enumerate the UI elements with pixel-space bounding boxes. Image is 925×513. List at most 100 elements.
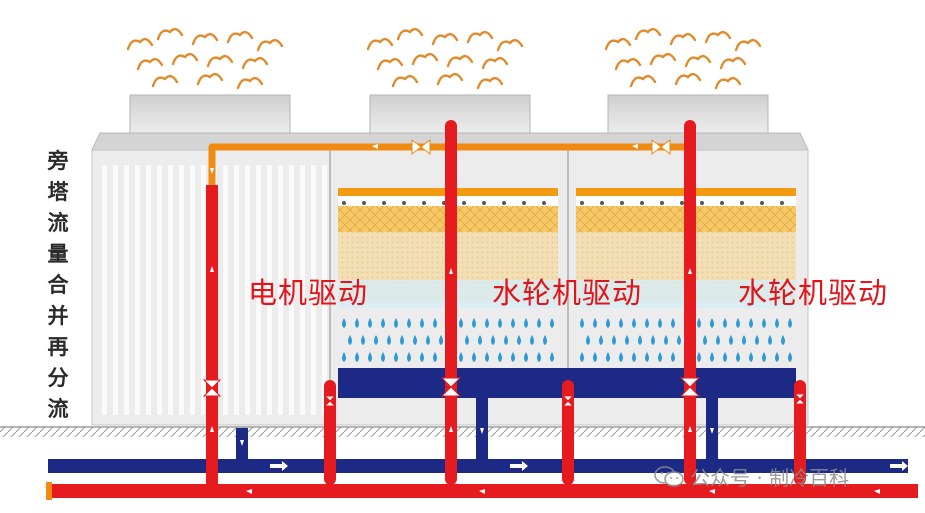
bypass-valves xyxy=(411,138,671,156)
bypass-arrows xyxy=(210,144,638,174)
vapor-curl xyxy=(366,37,394,51)
water-drop xyxy=(749,352,753,362)
hot-arrows xyxy=(210,266,880,494)
vapor-curl xyxy=(684,54,712,68)
water-drop xyxy=(768,335,772,345)
spray-nozzle xyxy=(600,201,604,205)
spray-nozzle xyxy=(542,201,546,205)
spray-nozzle xyxy=(760,201,764,205)
water-drop xyxy=(511,318,515,328)
water-drop xyxy=(580,352,584,362)
water-drop xyxy=(472,318,476,328)
water-drop xyxy=(716,335,720,345)
water-drop xyxy=(749,318,753,328)
water-drop xyxy=(400,335,404,345)
water-drop xyxy=(599,335,603,345)
water-drop xyxy=(361,335,365,345)
louver-slat xyxy=(267,165,272,415)
side-title-char: 量 xyxy=(47,242,69,266)
vapor-curl xyxy=(396,27,424,41)
water-drop xyxy=(537,318,541,328)
water-drop xyxy=(426,335,430,345)
louver-slat xyxy=(289,165,294,415)
water-drop xyxy=(420,352,424,362)
water-drop xyxy=(498,318,502,328)
water-drop xyxy=(658,318,662,328)
vapor-curl xyxy=(629,74,657,88)
water-drop xyxy=(606,318,610,328)
hot-valves xyxy=(202,377,807,407)
cell3-drive-label: 水轮机驱动 xyxy=(738,276,889,310)
water-drop xyxy=(381,352,385,362)
water-drop xyxy=(619,352,623,362)
water-drop xyxy=(550,318,554,328)
vapor-curl xyxy=(674,72,702,86)
louver-slat xyxy=(190,165,195,415)
vapor-curl xyxy=(411,52,439,66)
wechat-icon xyxy=(654,465,684,487)
water-drop xyxy=(524,352,528,362)
vapor-curl xyxy=(151,74,179,88)
water-drop xyxy=(671,318,675,328)
vapor-curl xyxy=(734,38,762,52)
vapor-curl xyxy=(476,76,504,90)
water-drop xyxy=(348,335,352,345)
water-drop xyxy=(439,335,443,345)
water-drop xyxy=(394,318,398,328)
vapor-curl xyxy=(466,30,494,44)
vapor-curl xyxy=(714,76,742,90)
spray-nozzle xyxy=(700,201,704,205)
water-drop xyxy=(433,318,437,328)
water-drop xyxy=(736,318,740,328)
spray-nozzle xyxy=(362,201,366,205)
water-drop xyxy=(762,318,766,328)
spray-nozzle xyxy=(462,201,466,205)
vapor-curl xyxy=(241,56,269,70)
water-drop xyxy=(638,335,642,345)
water-drop xyxy=(788,352,792,362)
water-drop xyxy=(387,335,391,345)
vapor-curl xyxy=(136,57,164,71)
water-drop xyxy=(658,352,662,362)
spray-nozzle xyxy=(422,201,426,205)
side-title-char: 合 xyxy=(47,273,69,297)
water-drop xyxy=(736,352,740,362)
water-drop xyxy=(485,352,489,362)
water-drop xyxy=(697,352,701,362)
vapor-curl xyxy=(156,27,184,41)
water-drop xyxy=(593,352,597,362)
louver-slat xyxy=(278,165,283,415)
louver-slat xyxy=(223,165,228,415)
water-drop xyxy=(781,335,785,345)
vapor-curl xyxy=(376,57,404,71)
louver-slat xyxy=(157,165,162,415)
water-drop xyxy=(537,352,541,362)
water-drop xyxy=(775,352,779,362)
vapor-curl xyxy=(256,38,284,52)
water-drop xyxy=(368,318,372,328)
water-drop xyxy=(485,318,489,328)
louver-slat xyxy=(245,165,250,415)
louver-slat xyxy=(311,165,316,415)
vapor-curl xyxy=(649,52,677,66)
louver-slat xyxy=(322,165,327,415)
louver-slat xyxy=(201,165,206,415)
water-drop xyxy=(775,318,779,328)
side-title-char: 流 xyxy=(47,211,69,235)
vapor-curl xyxy=(431,32,459,46)
cold-arrows xyxy=(240,428,908,471)
vapor-curl xyxy=(436,72,464,86)
water-drop xyxy=(394,352,398,362)
watermark: 公众号 · 制冷百科 xyxy=(654,462,849,491)
water-drop xyxy=(381,318,385,328)
vapor-curl xyxy=(236,76,264,90)
vapor-curl xyxy=(481,56,509,70)
water-drop xyxy=(632,352,636,362)
spray-nozzle xyxy=(580,201,584,205)
fan-stack-1 xyxy=(129,94,291,136)
water-drop xyxy=(619,318,623,328)
water-drop xyxy=(420,318,424,328)
vapor-curl xyxy=(634,27,662,41)
water-drop xyxy=(677,335,681,345)
